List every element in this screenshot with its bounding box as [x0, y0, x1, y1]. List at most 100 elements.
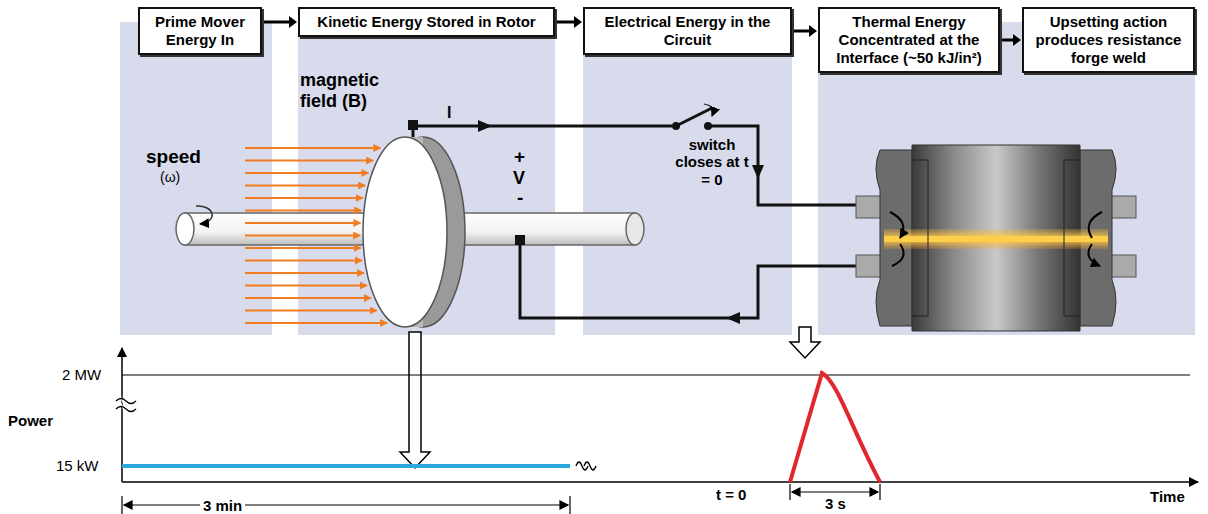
switch-blade — [676, 108, 712, 126]
rotation-arrow — [196, 206, 212, 224]
dimension-line — [122, 496, 570, 514]
magnetic-field-arrows — [245, 185, 365, 187]
stage-text: Upsetting action produces resistance for… — [1032, 13, 1185, 67]
axis-break — [576, 462, 596, 470]
workpiece — [884, 229, 1108, 249]
magnetic-field-arrows — [245, 197, 363, 199]
rotor-disc — [363, 137, 465, 327]
magnetic-field-arrows — [245, 235, 360, 237]
chart-axes — [121, 348, 123, 482]
dimension-line — [124, 501, 568, 509]
magnetic-field-arrows — [245, 148, 387, 323]
flow-arrow — [1001, 39, 1013, 42]
stage-text: Thermal Energy Concentrated at the Inter… — [828, 13, 990, 67]
magnetic-field-arrows — [245, 285, 367, 287]
flow-arrow — [289, 16, 297, 28]
speed-symbol: (ω) — [160, 169, 180, 185]
axis-title: Power — [8, 412, 53, 429]
flow-arrow — [1001, 34, 1021, 46]
magnetic-field-arrows — [245, 297, 371, 299]
axis-value: 15 kW — [56, 457, 99, 474]
axis-value: 2 MW — [62, 366, 101, 383]
switch-note: switch closes at t = 0 — [672, 136, 752, 188]
dimension-line — [792, 491, 878, 492]
magnetic-field-arrows — [245, 210, 361, 212]
energy-stage-box: Upsetting action produces resistance for… — [1022, 7, 1195, 73]
field-label: magnetic field (B) — [300, 70, 404, 111]
panel-band — [298, 22, 555, 335]
power-pulse — [790, 373, 880, 482]
magnetic-field-arrows — [245, 172, 368, 174]
magnetic-field-arrows — [245, 160, 373, 162]
circuit-wire — [413, 126, 856, 318]
current-path — [892, 244, 904, 266]
workpiece — [856, 145, 1136, 331]
circuit-wire — [413, 126, 672, 137]
current-path — [1089, 212, 1102, 238]
stage-text: Electrical Energy in the Circuit — [593, 13, 782, 49]
polarity-plus: + — [514, 146, 525, 168]
flow-arrow — [793, 25, 817, 37]
magnetic-field-arrows — [245, 260, 362, 262]
terminal — [704, 122, 712, 130]
pointer-arrow — [400, 332, 430, 468]
dimension-label: 3 s — [822, 495, 849, 512]
flow-arrow — [809, 25, 817, 37]
flow-arrow — [1013, 34, 1021, 46]
current-arrow — [752, 165, 764, 179]
energy-stage-box: Kinetic Energy Stored in Rotor — [298, 7, 555, 37]
terminal — [515, 235, 525, 245]
workpiece — [1064, 160, 1080, 316]
flow-arrow — [556, 21, 574, 24]
chart-axes — [116, 399, 136, 412]
chart-axes — [122, 375, 1190, 376]
circuit-wire — [520, 240, 856, 318]
current-arrow — [726, 312, 740, 324]
workpiece — [884, 236, 1108, 242]
dimension-line — [124, 504, 568, 505]
current-arrow — [478, 120, 492, 132]
flow-arrow — [793, 30, 809, 33]
magnetic-field-arrows — [245, 310, 377, 312]
rotor-shaft — [176, 213, 194, 245]
energy-stage-box: Electrical Energy in the Circuit — [583, 7, 792, 55]
magnetic-field-arrows — [245, 222, 360, 224]
chart-axes — [115, 348, 1198, 482]
time-marker: t = 0 — [716, 486, 746, 503]
stage-text: Kinetic Energy Stored in Rotor — [308, 13, 545, 31]
terminal — [408, 120, 712, 245]
rotor-disc — [363, 137, 447, 327]
energy-stage-box: Thermal Energy Concentrated at the Inter… — [818, 7, 1000, 73]
energy-stage-box: Prime Mover Energy In — [138, 7, 262, 55]
chart-axes — [122, 481, 1198, 483]
stage-text: Prime Mover Energy In — [148, 13, 252, 49]
current-label: I — [447, 104, 451, 122]
terminal — [408, 120, 418, 130]
magnetic-field-arrows — [245, 272, 364, 274]
current-path — [890, 212, 1102, 266]
switch-motion — [704, 104, 713, 116]
dimension-label: 3 min — [200, 497, 245, 514]
magnetic-field-arrows — [245, 247, 361, 249]
current-path — [1088, 244, 1100, 266]
axis-break — [576, 462, 596, 470]
flow-arrow — [556, 16, 582, 28]
power-line-15kw — [122, 464, 570, 468]
polarity-minus: - — [517, 187, 523, 209]
flow-arrow — [263, 16, 297, 28]
current-path — [890, 212, 903, 238]
voltage-label: V — [513, 168, 525, 189]
panel-band — [120, 22, 272, 335]
magnetic-field-arrows — [245, 322, 387, 324]
axis-title: Time — [1150, 488, 1185, 505]
panel-band — [583, 22, 792, 335]
dimension-line — [122, 484, 880, 514]
workpiece — [912, 160, 928, 316]
speed-label: speed — [146, 146, 201, 168]
magnetic-field-arrows — [245, 147, 380, 149]
flow-arrow — [574, 16, 582, 28]
current-arrow — [478, 120, 764, 324]
pointer-arrow — [790, 327, 820, 358]
